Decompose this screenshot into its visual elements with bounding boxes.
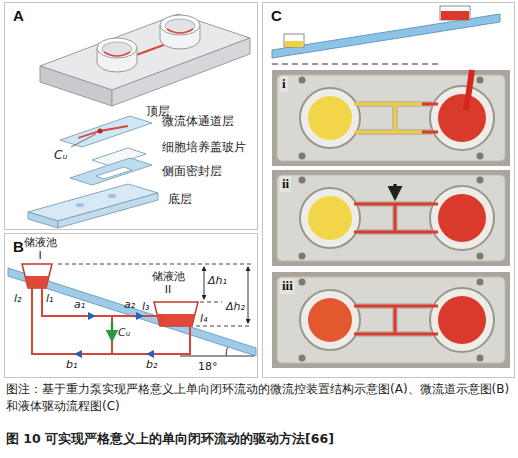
panel-label: i [280,76,288,92]
reservoirs [22,264,198,326]
panel-frame: Ciiiiii [262,2,515,378]
channel-layer [60,116,152,147]
photo-ii [438,194,486,242]
photo-iii [354,306,438,334]
bottom-layer [28,184,158,228]
photo-iii [272,272,510,368]
part-label: 18° [198,360,218,373]
part-label: a₂ [124,298,135,311]
side-seal-layer [70,158,152,185]
channel-layer [71,134,96,147]
top-layer [40,66,112,106]
figure-title: 图 10 可实现严格意义上的单向闭环流动的驱动方法[66] [6,430,512,447]
tilt-schematic [440,6,470,20]
bottom-layer [76,203,84,207]
top-layer [97,38,137,58]
red-channels [146,350,154,358]
height-marks [226,347,227,356]
part-label: l₁ [46,292,53,305]
part-label: Δh₁ [208,274,227,287]
red-channels [74,350,82,358]
top-layer [160,15,200,35]
height-marks [180,356,254,357]
top-layer [104,52,130,56]
photo-ii [272,170,510,266]
bottom-layer [58,193,158,228]
photo-i [272,70,510,166]
photo-i [422,104,438,132]
bottom-layer [108,194,116,198]
reservoirs [25,276,49,288]
tilt-schematic [272,64,440,65]
part-label: a₁ [74,298,85,311]
photo-ii [308,196,352,240]
tilted-plate [8,268,256,356]
part-label: b₂ [146,358,157,371]
tilt-schematic [285,41,303,47]
channel-layer [98,129,103,134]
reservoirs [154,302,198,326]
top-layer [40,14,250,106]
tilted-plate [8,268,256,356]
height-marks [58,264,252,326]
tilt-schematic [272,14,500,58]
red-channels [111,316,113,354]
panel-label: iii [280,278,295,294]
part-label: b₁ [66,358,77,371]
part-label: l₃ [142,300,149,313]
height-marks [248,267,249,323]
part-label: 储液池 II [150,270,186,296]
red-channels [32,288,190,354]
photo-i [466,70,472,110]
photo-frame: ii [273,171,511,267]
red-channels [111,322,114,340]
red-channels [32,288,190,358]
photo-iii [438,296,486,344]
panel-label: ii [280,176,291,192]
channel-layer [60,116,152,147]
photo-frame: i [273,71,511,165]
photo-iii [272,272,510,368]
height-marks [58,264,254,356]
tilt-schematic [272,6,500,64]
photo-i [308,96,352,140]
part-label: 细胞培养盖玻片 [162,140,246,154]
top-layer [102,42,132,56]
photo-i [272,70,510,166]
photo-i [354,104,422,132]
part-label: l₂ [14,292,21,305]
part-label: 底层 [168,192,192,206]
photo-ii [272,170,510,266]
side-seal-layer [96,167,132,179]
photo-ii [394,184,397,198]
photo-ii [354,204,438,232]
part-label: 侧面密封层 [162,164,222,178]
top-layer [165,19,195,33]
photo-i [438,94,486,142]
panel-label: A [11,7,26,24]
photo-iii [308,298,352,342]
part-label: 微流体通道层 [162,114,234,128]
height-marks [204,267,205,299]
tilt-schematic [284,34,304,47]
side-seal-layer [70,158,152,185]
channel-layer [78,126,128,138]
tilt-schematic [441,11,469,20]
part-label: Δh₂ [226,300,245,313]
top-layer [167,29,193,33]
part-label: l₄ [200,312,207,325]
photo-frame: iii [273,273,511,371]
red-channels [42,288,162,326]
part-label: Cᵤ [54,148,67,162]
figure-note: 图注：基于重力泵实现严格意义上单向闭环流动的微流控装置结构示意图(A)、微流道示… [6,381,512,415]
part-label: 储液池 I [22,236,58,262]
panel-label: C [269,7,284,24]
red-channels [136,312,144,320]
reservoirs [22,264,52,288]
part-label: Cᵤ [118,326,130,339]
red-channels [88,312,96,320]
bottom-layer [28,212,58,228]
